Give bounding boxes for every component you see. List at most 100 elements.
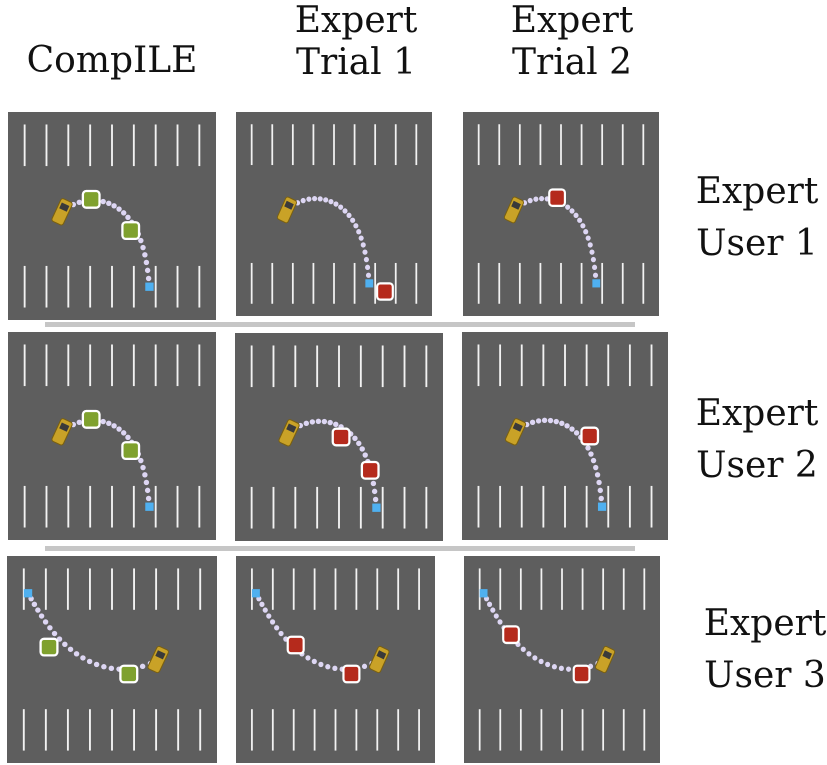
car-icon bbox=[276, 196, 297, 224]
trajectory-dot bbox=[370, 480, 377, 487]
trajectory-dot bbox=[577, 217, 583, 223]
trajectory-dot bbox=[305, 655, 311, 661]
panel-user2-compile bbox=[8, 332, 216, 540]
trajectory-dot bbox=[356, 229, 362, 235]
trajectory-dot bbox=[583, 229, 589, 235]
trajectory-dot bbox=[360, 242, 366, 248]
trajectory-dot bbox=[274, 625, 280, 631]
trajectory-dot bbox=[592, 272, 599, 278]
trajectory-dot bbox=[35, 607, 41, 613]
column-header-expert-trial-2: Expert Trial 2 bbox=[462, 0, 682, 84]
segment-marker-icon bbox=[119, 664, 139, 684]
segment-marker-icon bbox=[548, 188, 566, 207]
parking-lot-scene bbox=[478, 568, 646, 751]
trajectory-dot bbox=[594, 472, 601, 478]
trajectory-dot bbox=[139, 663, 146, 670]
trajectory-dot bbox=[590, 256, 596, 263]
goal-marker-icon bbox=[23, 589, 33, 598]
segment-marker-icon bbox=[580, 426, 600, 446]
trajectory-dot bbox=[100, 418, 106, 425]
trajectory-dot bbox=[317, 196, 323, 202]
trajectory-dot bbox=[538, 658, 544, 665]
parking-lot-scene bbox=[250, 345, 428, 529]
panel-user2-trial-2 bbox=[462, 332, 668, 540]
trajectory-dot bbox=[539, 195, 545, 202]
car-icon bbox=[369, 645, 390, 674]
trajectory-dot bbox=[352, 435, 358, 442]
column-header-expert-trial-1: Expert Trial 1 bbox=[246, 0, 466, 84]
goal-marker-icon bbox=[592, 279, 601, 288]
trajectory-dot bbox=[303, 420, 310, 427]
parking-lot-scene bbox=[23, 124, 201, 308]
trajectory-dot bbox=[93, 661, 100, 668]
trajectory-dot bbox=[67, 646, 74, 652]
goal-marker-icon bbox=[251, 589, 260, 598]
trajectory-dot bbox=[361, 663, 368, 670]
trajectory-dot bbox=[111, 423, 117, 429]
trajectory-dot bbox=[323, 197, 329, 203]
trajectory-dot bbox=[73, 651, 80, 657]
goal-marker-icon bbox=[365, 279, 374, 288]
trajectory-dot bbox=[580, 223, 586, 229]
trajectory-dot bbox=[120, 210, 127, 216]
trajectory-dot bbox=[359, 446, 365, 452]
trajectory-dot bbox=[143, 479, 150, 486]
trajectory-dot bbox=[338, 204, 344, 210]
trajectory-dot bbox=[138, 457, 144, 464]
car-body bbox=[369, 645, 390, 674]
segment-marker-icon bbox=[286, 635, 305, 655]
trajectory-dot bbox=[309, 419, 316, 425]
panel-user3-trial-1 bbox=[236, 556, 435, 763]
trajectory-dot bbox=[588, 451, 594, 457]
car-icon bbox=[147, 645, 169, 674]
trajectory-dot bbox=[533, 196, 539, 202]
trajectory-dot bbox=[318, 661, 324, 668]
segment-marker-icon bbox=[81, 409, 101, 429]
trajectory-dot bbox=[80, 655, 86, 661]
trajectory-dot bbox=[553, 418, 559, 425]
trajectory-dot bbox=[551, 664, 557, 670]
car-icon bbox=[595, 645, 616, 674]
segment-marker-icon bbox=[39, 637, 59, 657]
trajectory-dot bbox=[590, 457, 597, 464]
trajectory-dot bbox=[108, 665, 115, 672]
trajectory-dot bbox=[142, 472, 148, 478]
car-windshield bbox=[59, 422, 70, 432]
column-header-expert-trial-1-line1: Expert bbox=[294, 0, 418, 41]
trajectory-dot bbox=[493, 613, 499, 619]
trajectory-dot bbox=[315, 418, 322, 425]
parking-lot-scene bbox=[22, 568, 202, 751]
trajectory-dot bbox=[573, 430, 580, 436]
column-header-expert-trial-2-line1: Expert bbox=[510, 0, 634, 41]
trajectory-dot bbox=[532, 655, 538, 661]
trajectory-dot bbox=[585, 445, 591, 451]
row-label-user-1: Expert User 1 bbox=[682, 166, 827, 270]
row-label-user-1-line2: User 1 bbox=[696, 223, 818, 264]
car-windshield bbox=[59, 202, 70, 212]
car-body bbox=[595, 645, 616, 674]
goal-marker-icon bbox=[372, 503, 381, 512]
car-body bbox=[147, 645, 169, 674]
car-body bbox=[505, 418, 527, 446]
goal-marker-icon bbox=[597, 502, 607, 511]
segment-marker-icon bbox=[81, 189, 101, 209]
column-header-compile: CompILE bbox=[2, 40, 222, 82]
trajectory-dot bbox=[144, 267, 151, 274]
trajectory-dot bbox=[362, 249, 368, 255]
trajectory-dot bbox=[365, 264, 371, 270]
trajectory-dot bbox=[356, 440, 362, 447]
trajectory-dot bbox=[145, 495, 152, 502]
trajectory-dot bbox=[569, 208, 575, 214]
trajectory-dot bbox=[547, 417, 554, 424]
trajectory-dot bbox=[144, 487, 151, 494]
row-label-user-2-line2: User 2 bbox=[696, 445, 818, 486]
trajectory-dot bbox=[76, 199, 83, 206]
trajectory-dot bbox=[487, 601, 493, 608]
car-icon bbox=[51, 198, 73, 226]
car-windshield bbox=[511, 200, 521, 210]
trajectory-dot bbox=[587, 242, 593, 248]
trajectory-dot bbox=[342, 208, 348, 214]
row-label-user-3-line2: User 3 bbox=[704, 655, 826, 696]
trajectory-dot bbox=[140, 464, 146, 471]
trajectory-dot bbox=[573, 212, 579, 218]
